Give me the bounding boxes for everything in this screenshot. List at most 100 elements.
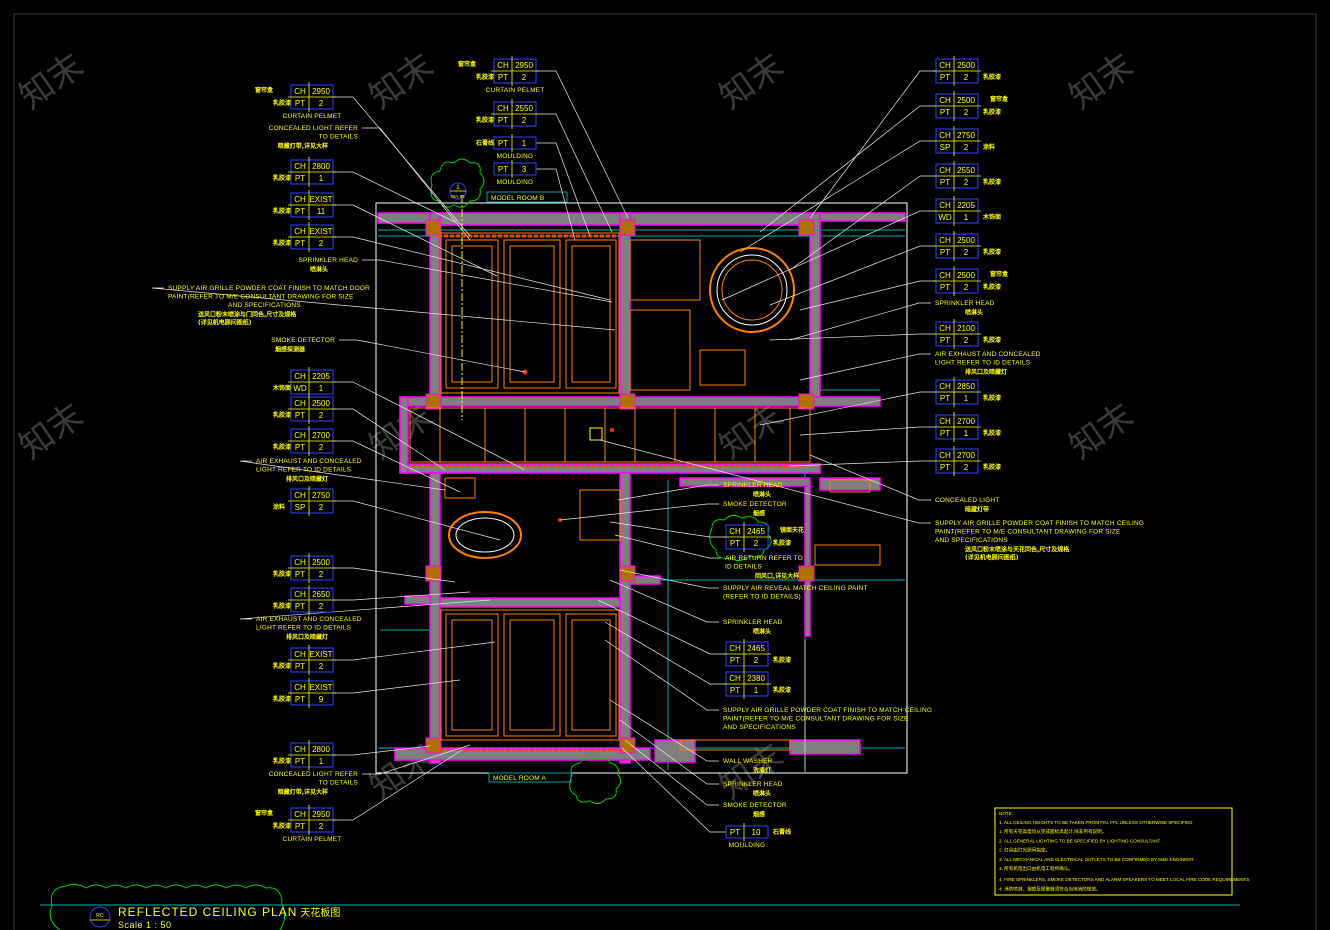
section-number: 1: [456, 184, 460, 191]
note-line: 4. 消防喷淋、烟感及报警器须符合当地消防规范。: [999, 885, 1101, 892]
tag-material-cn: 乳胶漆: [273, 207, 291, 215]
tag-material-cn: 木饰面: [982, 213, 1001, 221]
annotation-cn: 排风口及暗藏灯: [286, 633, 328, 641]
annotation-text: LIGHT REFER TO ID DETAILS: [256, 467, 352, 474]
leader-line: [536, 142, 591, 237]
watermark-logo: 知末: [1062, 396, 1141, 468]
leader-line: [333, 745, 431, 756]
leader-line: [614, 534, 721, 559]
note-line: 1. 所有天花高度均从完成面标高起计,除非另有说明。: [999, 828, 1106, 835]
tag-cn-note: 窗帘盒: [990, 270, 1009, 278]
tag-material-cn: 乳胶漆: [773, 686, 791, 694]
leader-line: [759, 105, 936, 233]
tag-material-number: 2: [319, 443, 324, 452]
tag-material-code: PT: [295, 207, 305, 216]
tag-note: MOULDING: [497, 153, 534, 160]
tag-material-code: SP: [295, 503, 306, 512]
tag-material-code: WD: [293, 384, 307, 393]
tag-material-code: PT: [940, 463, 950, 472]
note-line: 1. ALL CEILING HEIGHTS TO BE TAKEN FROM …: [999, 820, 1193, 825]
tag-code: CH: [294, 399, 306, 408]
leader-line: [333, 641, 496, 661]
tag-material-code: PT: [940, 283, 950, 292]
tag-value: 2550: [515, 104, 533, 113]
annotation-cn: 洗墙灯: [753, 767, 771, 775]
tag-code: CH: [939, 451, 951, 460]
leader-line: [333, 408, 446, 471]
leader-line: [604, 639, 719, 711]
tag-material-code: SP: [940, 143, 951, 152]
leader-line: [799, 426, 936, 436]
tag-material-code: PT: [295, 411, 305, 420]
annotation-cn: 回风口,详见大样: [755, 572, 799, 580]
watermark-logo: 知末: [12, 396, 91, 468]
tag-material-number: 11: [317, 207, 326, 216]
tag-material-number: 2: [319, 239, 324, 248]
room-label-a: MODEL ROOM A: [493, 775, 547, 782]
floor-plan: 1 WA 21 MODEL ROOM B MODEL ROOM A: [49, 158, 908, 930]
tag-note: CURTAIN PELMET: [486, 87, 545, 94]
tag-material-number: 2: [319, 570, 324, 579]
tag-material-cn: 乳胶漆: [983, 336, 1001, 344]
tag-material-number: 2: [964, 283, 969, 292]
tag-material-code: PT: [730, 686, 740, 695]
leader-line: [809, 70, 936, 219]
tag-material-cn: 乳胶漆: [983, 73, 1001, 81]
tag-material-code: PT: [498, 116, 508, 125]
leader-line: [759, 391, 936, 426]
annotation-text: AND SPECIFICATIONS: [228, 302, 301, 309]
leader-line: [624, 739, 719, 806]
annotation-text: PAINT(REFER TO M/E CONSULTANT DRAWING FO…: [723, 716, 909, 723]
tag-code: CH: [939, 236, 951, 245]
sheet-border: [13, 13, 1317, 930]
leader-line: [769, 333, 936, 341]
annotation-cn: (详见机电顾问图纸): [198, 319, 252, 327]
tag-value: 2750: [957, 131, 975, 140]
tag-value: 2700: [312, 431, 330, 440]
tag-value: 2500: [312, 558, 330, 567]
tag-material-number: 2: [319, 662, 324, 671]
leader-line: [769, 245, 936, 306]
tag-material-cn: 乳胶漆: [476, 73, 494, 81]
tag-material-cn: 乳胶漆: [983, 108, 1001, 116]
tag-material-cn: 乳胶漆: [273, 662, 291, 670]
annotation-text: SMOKE DETECTOR: [723, 501, 787, 508]
annotation: SUPPLY AIR GRILLE POWDER COAT FINISH TO …: [168, 285, 370, 327]
leader-line: [536, 70, 629, 219]
leader-line: [333, 500, 501, 541]
tag-material-number: 2: [964, 108, 969, 117]
tag-code: CH: [729, 644, 741, 653]
annotation-cn: 烟感: [753, 811, 765, 819]
room-label-box-b: [486, 191, 568, 203]
annotation-text: AIR EXHAUST AND CONCEALED: [935, 351, 1041, 358]
leader-line: [559, 503, 719, 521]
note-line: 3. 所有机电出口由机电工程师确认。: [999, 865, 1073, 872]
tag-material-cn: 乳胶漆: [273, 239, 291, 247]
tag-material-number: 9: [319, 695, 324, 704]
tag-material-cn: 乳胶漆: [273, 822, 291, 830]
tag-note: CURTAIN PELMET: [283, 836, 342, 843]
tag-material-number: 2: [319, 99, 324, 108]
tag-material-number: 2: [522, 116, 527, 125]
tag-material-cn: 乳胶漆: [273, 443, 291, 451]
tag-material-number: 2: [754, 656, 759, 665]
tag-value: 10: [752, 828, 761, 837]
tag-code: CH: [939, 166, 951, 175]
tag-code: CH: [497, 61, 509, 70]
tag-value: 2850: [957, 382, 975, 391]
